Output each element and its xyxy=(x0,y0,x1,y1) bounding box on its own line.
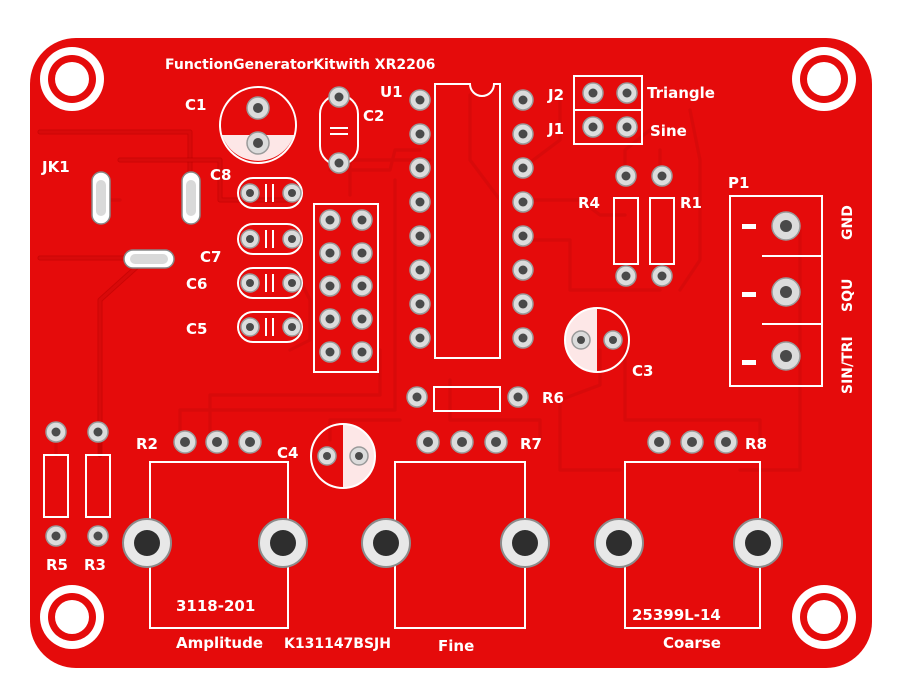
potentiometer-fine xyxy=(361,461,550,629)
resistor-r3 xyxy=(85,421,111,547)
label-amplitude: Amplitude xyxy=(176,634,263,652)
header-pin xyxy=(351,341,373,363)
potentiometer-coarse xyxy=(594,461,783,629)
resistor-r5 xyxy=(43,421,69,547)
ic-pin xyxy=(409,327,431,349)
label-r7: R7 xyxy=(520,435,542,453)
label-c4: C4 xyxy=(277,444,298,462)
label-j2: J2 xyxy=(547,86,564,104)
electrolytic-capacitor-c3 xyxy=(564,307,630,373)
label-u1: U1 xyxy=(380,83,403,101)
header-pin xyxy=(319,275,341,297)
label-fine: Fine xyxy=(438,637,474,655)
label-c8: C8 xyxy=(210,166,231,184)
label-r2: R2 xyxy=(136,435,158,453)
label-j1: J1 xyxy=(547,120,564,138)
terminal-block-icon xyxy=(729,195,823,387)
label-sine: Sine xyxy=(650,122,687,140)
label-gnd: GND xyxy=(840,205,856,240)
ceramic-capacitor-icon xyxy=(319,86,359,174)
header-pin xyxy=(351,209,373,231)
header-pin xyxy=(319,308,341,330)
ic-pin xyxy=(409,157,431,179)
ceramic-capacitor-c7 xyxy=(237,223,303,255)
trimmer-r7 xyxy=(416,430,508,454)
electrolytic-capacitor-icon xyxy=(219,86,297,164)
label-c6: C6 xyxy=(186,275,207,293)
header-pin xyxy=(351,275,373,297)
label-amplitude-part: 3118-201 xyxy=(176,597,255,615)
label-triangle: Triangle xyxy=(647,84,715,102)
audio-jack-icon xyxy=(91,171,201,269)
ic-pin xyxy=(409,123,431,145)
mounting-hole-icon xyxy=(792,585,856,649)
ic-pin xyxy=(409,191,431,213)
ic-pin xyxy=(512,191,534,213)
ic-pin xyxy=(409,89,431,111)
ic-pin xyxy=(512,123,534,145)
trimmer-r8 xyxy=(647,430,738,454)
label-r4: R4 xyxy=(578,194,600,212)
ic-pin xyxy=(512,259,534,281)
label-squ: SQU xyxy=(840,279,856,312)
ic-pin xyxy=(512,327,534,349)
ic-pin xyxy=(512,225,534,247)
label-coarse: Coarse xyxy=(663,634,721,652)
ic-pin xyxy=(512,157,534,179)
label-c5: C5 xyxy=(186,320,207,338)
ceramic-capacitor-c5 xyxy=(237,311,303,343)
label-r1: R1 xyxy=(680,194,702,212)
jumper-header-icon xyxy=(573,75,643,145)
ceramic-capacitor-c6 xyxy=(237,267,303,299)
header-pin xyxy=(351,242,373,264)
electrolytic-capacitor-c4 xyxy=(310,423,376,489)
label-r5: R5 xyxy=(46,556,68,574)
label-coarse-part: 25399L-14 xyxy=(632,606,721,624)
board-title: FunctionGeneratorKitwith XR2206 xyxy=(165,57,435,73)
header-pin xyxy=(351,308,373,330)
label-c2: C2 xyxy=(363,107,384,125)
pcb-board xyxy=(30,38,872,668)
ic-socket-icon xyxy=(409,83,534,359)
label-c3: C3 xyxy=(632,362,653,380)
ic-pin xyxy=(512,293,534,315)
label-r6: R6 xyxy=(542,389,564,407)
header-pin xyxy=(319,341,341,363)
header-pin xyxy=(319,209,341,231)
ceramic-capacitor-c8 xyxy=(237,177,303,209)
label-pot-model: K131147BSJH xyxy=(284,636,391,652)
header-pin xyxy=(319,242,341,264)
label-sin-tri: SIN/TRI xyxy=(840,336,856,394)
resistor-r1 xyxy=(649,165,675,287)
potentiometer-amplitude xyxy=(122,461,308,629)
ic-pin xyxy=(409,293,431,315)
ic-pin xyxy=(409,259,431,281)
mounting-hole-icon xyxy=(792,47,856,111)
resistor-r6 xyxy=(406,386,529,412)
mounting-hole-icon xyxy=(40,585,104,649)
label-p1: P1 xyxy=(728,174,749,192)
mounting-hole-icon xyxy=(40,47,104,111)
ic-pin xyxy=(409,225,431,247)
label-c1: C1 xyxy=(185,96,206,114)
resistor-r4 xyxy=(613,165,639,287)
mounting-holes xyxy=(40,47,856,649)
pin-header-2x5 xyxy=(313,203,379,373)
trimmer-r2 xyxy=(173,430,262,454)
label-c7: C7 xyxy=(200,248,221,266)
label-jk1: JK1 xyxy=(41,158,70,176)
ic-pin xyxy=(512,89,534,111)
label-r8: R8 xyxy=(745,435,767,453)
label-r3: R3 xyxy=(84,556,106,574)
